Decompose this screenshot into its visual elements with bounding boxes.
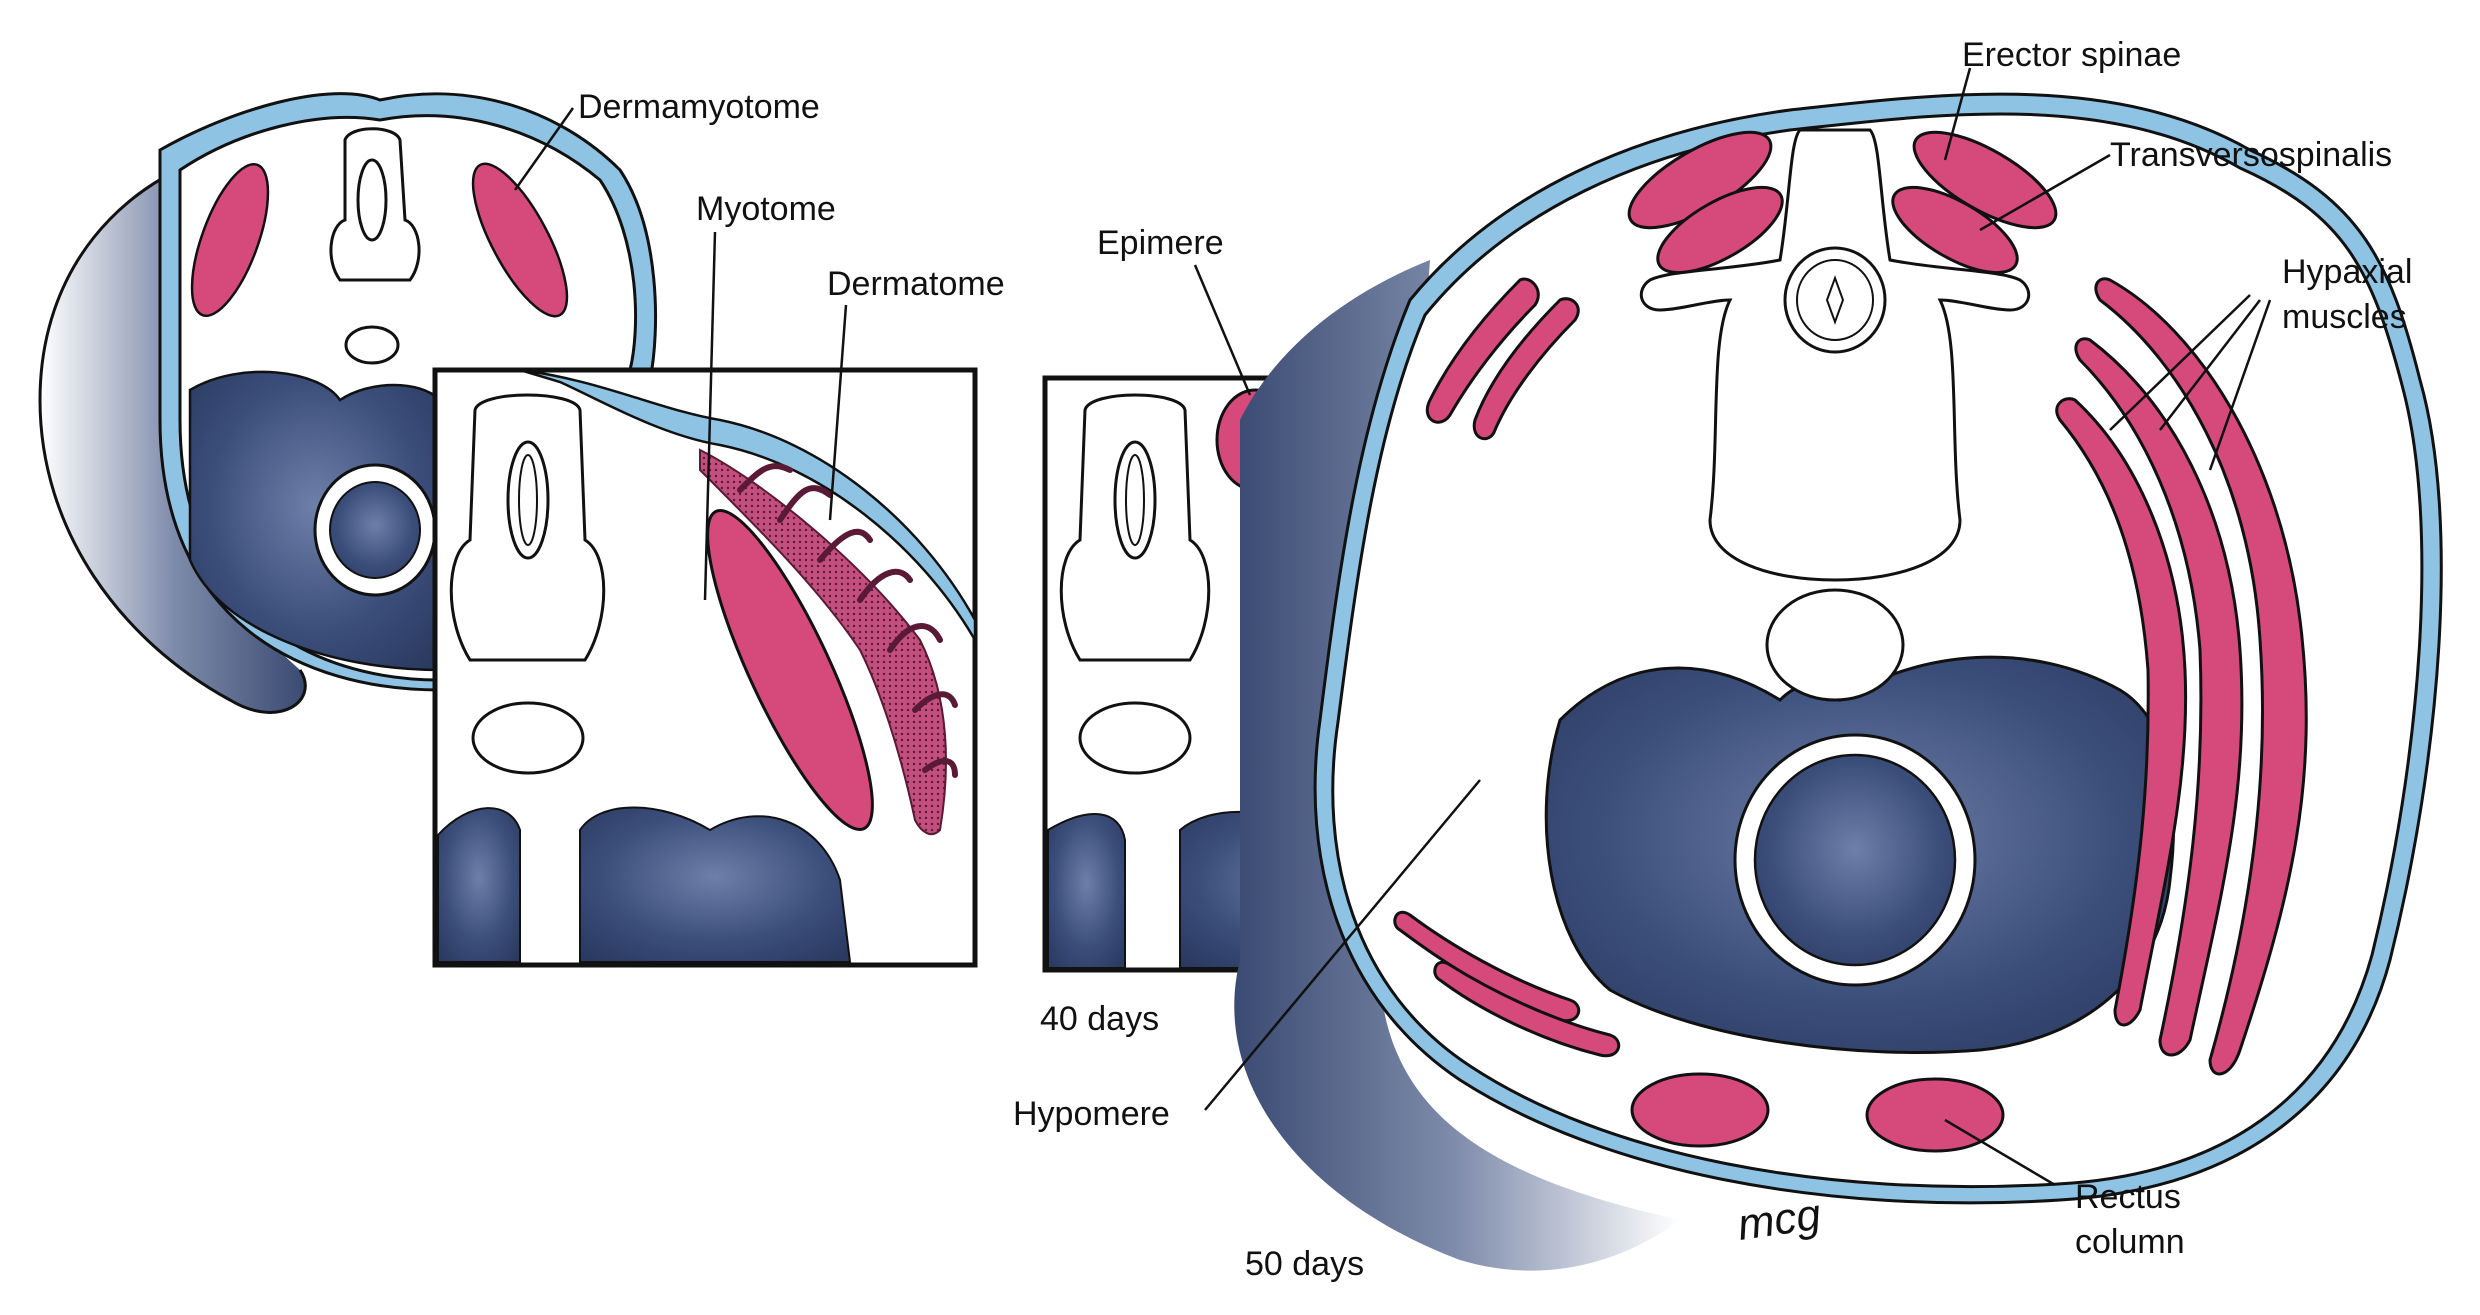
myotome-shape [706,508,874,832]
left-body-outline [38,148,307,714]
right-vertebra [1639,128,2031,582]
hypaxial-left-lower-2 [1433,960,1621,1058]
leader-lines [513,67,2272,1187]
artist-signature: mcg [1735,1190,1825,1250]
label-myotome: Myotome [696,190,836,228]
label-50-days: 50 days [1245,1245,1364,1283]
label-40-days: 40 days [1040,1000,1159,1038]
label-erector-spinae: Erector spinae [1962,36,2181,74]
hypaxial-muscle-middle [2074,337,2244,1057]
left-gut [329,481,421,579]
right-body-shadow [1234,260,1680,1271]
inset-1-notochord [471,701,585,775]
inset-myotome-dermatome [432,367,978,968]
rectus-column-right [1865,1077,2005,1153]
diagram-labels: Dermamyotome Myotome Dermatome Epimere H… [578,36,2412,1283]
left-neural-canal [356,158,388,242]
label-hypaxial-line1: Hypaxial [2282,253,2412,291]
hypaxial-left-outer [1426,277,1540,424]
left-dermamyotome-left [190,162,270,318]
label-hypaxial-line2: muscles [2282,298,2407,336]
inset-1-viscera-left [437,807,521,963]
inset-1-skin [519,368,977,645]
left-notochord [344,325,400,365]
label-rectus-line1: Rectus [2075,1178,2181,1216]
hypaxial-muscle-inner [2055,397,2188,1027]
transversospinalis-muscle [1891,185,2019,275]
right-spinal-cord-center [1825,275,1845,325]
label-transversospinalis: Transversospinalis [2110,136,2392,174]
dermatome-branches [737,463,958,778]
right-embryo-section [1234,92,2443,1271]
hypaxial-left-inner [1472,297,1580,441]
left-dermamyotome-right [471,162,569,318]
inset-2-viscera-left [1047,813,1126,969]
inset-2-notochord [1078,701,1192,775]
transversospinalis-left [1656,185,1784,275]
label-hypomere: Hypomere [1013,1095,1170,1133]
label-dermamyotome: Dermamyotome [578,88,820,126]
left-embryo-section [38,92,658,714]
inset-1-neural-canal-inner [518,454,538,546]
right-vertebral-body [1765,588,1905,702]
right-gut [1753,753,1957,967]
inset-2-neural-canal-inner [1125,454,1145,546]
rectus-column-left [1630,1072,1770,1148]
inset-1-viscera-right [579,806,852,963]
label-rectus-line2: column [2075,1223,2185,1261]
label-epimere: Epimere [1097,224,1224,262]
left-body-shadow [40,150,306,713]
label-dermatome: Dermatome [827,265,1005,303]
